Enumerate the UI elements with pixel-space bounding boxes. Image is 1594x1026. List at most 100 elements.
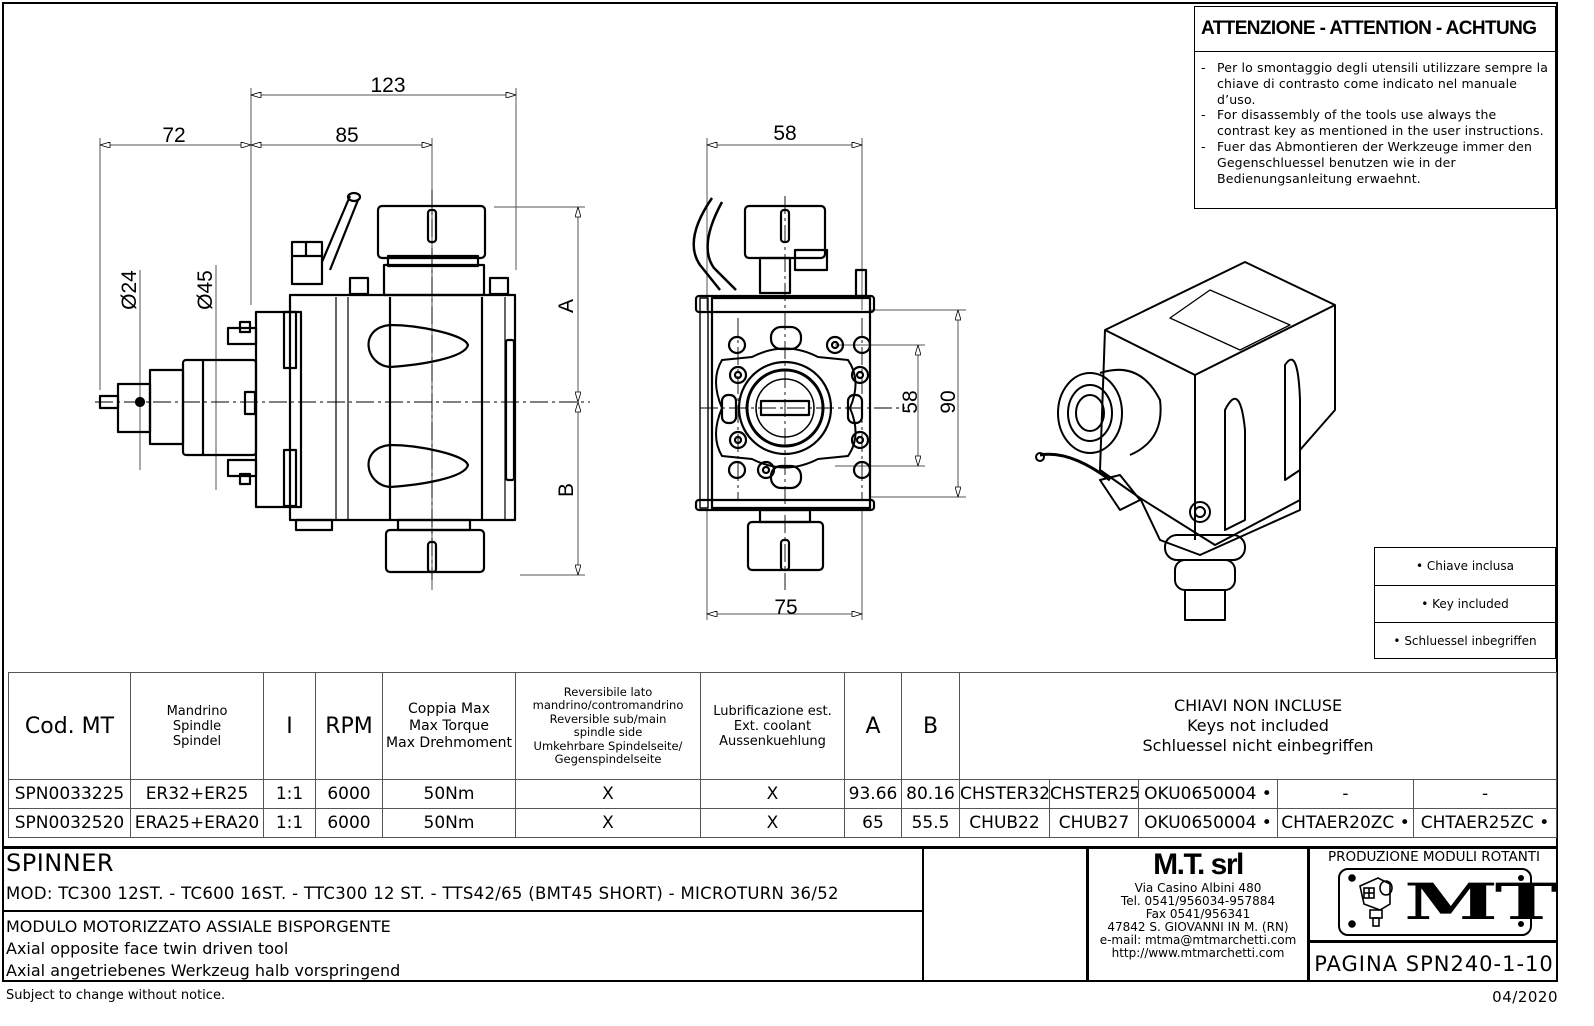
product-description: MODULO MOTORIZZATO ASSIALE BISPORGENTE A…	[6, 916, 400, 982]
cell-key2: CHUB27	[1049, 808, 1139, 838]
bullet-dash: -	[1201, 60, 1206, 75]
company-address: Via Casino Albini 480	[1134, 881, 1262, 895]
key-included-de: • Schluessel inbegriffen	[1393, 634, 1537, 649]
page-number: PAGINA SPN240-1-10	[1314, 952, 1554, 976]
company-email[interactable]: e-mail: mtma@mtmarchetti.com	[1099, 933, 1297, 947]
title-block-top-border	[2, 846, 1558, 849]
description-en: Axial opposite face twin driven tool	[6, 939, 289, 958]
cell-reversible: X	[515, 808, 701, 838]
company-website[interactable]: http://www.mtmarchetti.com	[1111, 946, 1285, 960]
attention-title: ATTENZIONE - ATTENTION - ACHTUNG	[1195, 7, 1555, 52]
cell-coolant: X	[700, 779, 845, 809]
cell-ratio: 1:1	[263, 779, 316, 809]
bullet-dash: -	[1201, 138, 1206, 154]
cell-key3: OKU0650004 •	[1138, 779, 1278, 809]
dim-d45: Ø45	[194, 270, 217, 310]
dim-90: 90	[937, 390, 960, 413]
cell-b: 55.5	[901, 808, 960, 838]
dim-123: 123	[370, 74, 405, 97]
attention-box: ATTENZIONE - ATTENTION - ACHTUNG - Per l…	[1194, 6, 1556, 209]
cell-coolant: X	[700, 808, 845, 838]
company-name: M.T. srl	[1153, 848, 1244, 881]
attention-item-it: - Per lo smontaggio degli utensili utili…	[1201, 60, 1549, 107]
company-info: M.T. srl Via Casino Albini 480 Tel. 0541…	[1090, 848, 1306, 960]
dim-72: 72	[162, 124, 185, 147]
cell-a: 93.66	[844, 779, 902, 809]
cell-a: 65	[844, 808, 902, 838]
title-block-divider	[1307, 846, 1310, 982]
cell-cod: SPN0033225	[8, 779, 131, 809]
dim-58-top: 58	[773, 122, 796, 145]
front-view	[692, 138, 966, 620]
drawing-frame	[2, 2, 1558, 982]
company-fax: Fax 0541/956341	[1145, 907, 1251, 921]
attention-item-en: - For disassembly of the tools use alway…	[1201, 107, 1549, 139]
title-block-divider	[2, 910, 924, 912]
cell-key4: -	[1277, 779, 1414, 809]
side-view	[95, 88, 590, 590]
table-row: SPN0032520 ERA25+ERA20 1:1 6000 50Nm X X…	[8, 808, 1558, 838]
bullet-dash: -	[1201, 107, 1206, 123]
cell-ratio: 1:1	[263, 808, 316, 838]
header-a: A	[844, 672, 902, 780]
description-de: Axial angetriebenes Werkzeug halb vorspr…	[6, 961, 401, 980]
revision-date: 04/2020	[1492, 988, 1558, 1006]
attention-text-de: Fuer das Abmontieren der Werkzeuge immer…	[1217, 138, 1533, 186]
cell-key1: CHSTER32	[959, 779, 1050, 809]
technical-drawing: 123 72 85 Ø24 Ø45 A B 58 58 90 75	[95, 74, 1336, 621]
mt-logo: MT	[1338, 868, 1558, 936]
dim-75: 75	[774, 596, 797, 619]
cell-key3: OKU0650004 •	[1138, 808, 1278, 838]
dim-85: 85	[335, 124, 358, 147]
isometric-view	[1035, 261, 1336, 621]
attention-text-en: For disassembly of the tools use always …	[1217, 107, 1544, 139]
cell-spindle: ERA25+ERA20	[130, 808, 264, 838]
cell-key4: CHTAER20ZC •	[1277, 808, 1414, 838]
cell-reversible: X	[515, 779, 701, 809]
brand-name: SPINNER	[6, 849, 115, 877]
cell-b: 80.16	[901, 779, 960, 809]
header-cod: Cod. MT	[8, 672, 131, 780]
cell-torque: 50Nm	[382, 808, 516, 838]
title-block-divider	[922, 846, 924, 982]
logo-text: MT	[1404, 872, 1558, 931]
cell-key1: CHUB22	[959, 808, 1050, 838]
production-label: PRODUZIONE MODULI ROTANTI	[1327, 849, 1541, 865]
attention-item-de: - Fuer das Abmontieren der Werkzeuge imm…	[1201, 139, 1549, 186]
cell-spindle: ER32+ER25	[130, 779, 264, 809]
header-ratio: I	[263, 672, 316, 780]
title-block-divider	[1086, 846, 1089, 982]
company-city: 47842 S. GIOVANNI IN M. (RN)	[1107, 920, 1289, 934]
header-b: B	[901, 672, 960, 780]
company-phone: Tel. 0541/956034-957884	[1120, 894, 1276, 908]
cell-key2: CHSTER25	[1049, 779, 1139, 809]
cell-rpm: 6000	[315, 808, 383, 838]
dim-58-side: 58	[899, 390, 922, 413]
screw-icons	[1518, 875, 1524, 927]
tool-module-icon	[1348, 874, 1393, 928]
dim-b: B	[555, 483, 578, 497]
key-included-box: • Chiave inclusa • Key included • Schlue…	[1374, 547, 1556, 659]
cell-key5: -	[1412, 779, 1558, 809]
disclaimer: Subject to change without notice.	[6, 988, 226, 1003]
table-row: SPN0033225 ER32+ER25 1:1 6000 50Nm X X 9…	[8, 779, 1558, 809]
attention-text-it: Per lo smontaggio degli utensili utilizz…	[1217, 60, 1549, 107]
header-rpm: RPM	[315, 672, 383, 780]
cell-rpm: 6000	[315, 779, 383, 809]
compatible-models: MOD: TC300 12ST. - TC600 16ST. - TTC300 …	[6, 884, 839, 903]
dim-a: A	[555, 299, 578, 313]
cell-cod: SPN0032520	[8, 808, 131, 838]
title-block-divider	[1307, 940, 1558, 943]
cell-key5: CHTAER25ZC •	[1412, 808, 1558, 838]
cell-torque: 50Nm	[382, 779, 516, 809]
dim-d24: Ø24	[118, 270, 141, 310]
key-included-it: • Chiave inclusa	[1375, 548, 1555, 586]
description-it: MODULO MOTORIZZATO ASSIALE BISPORGENTE	[6, 917, 391, 936]
